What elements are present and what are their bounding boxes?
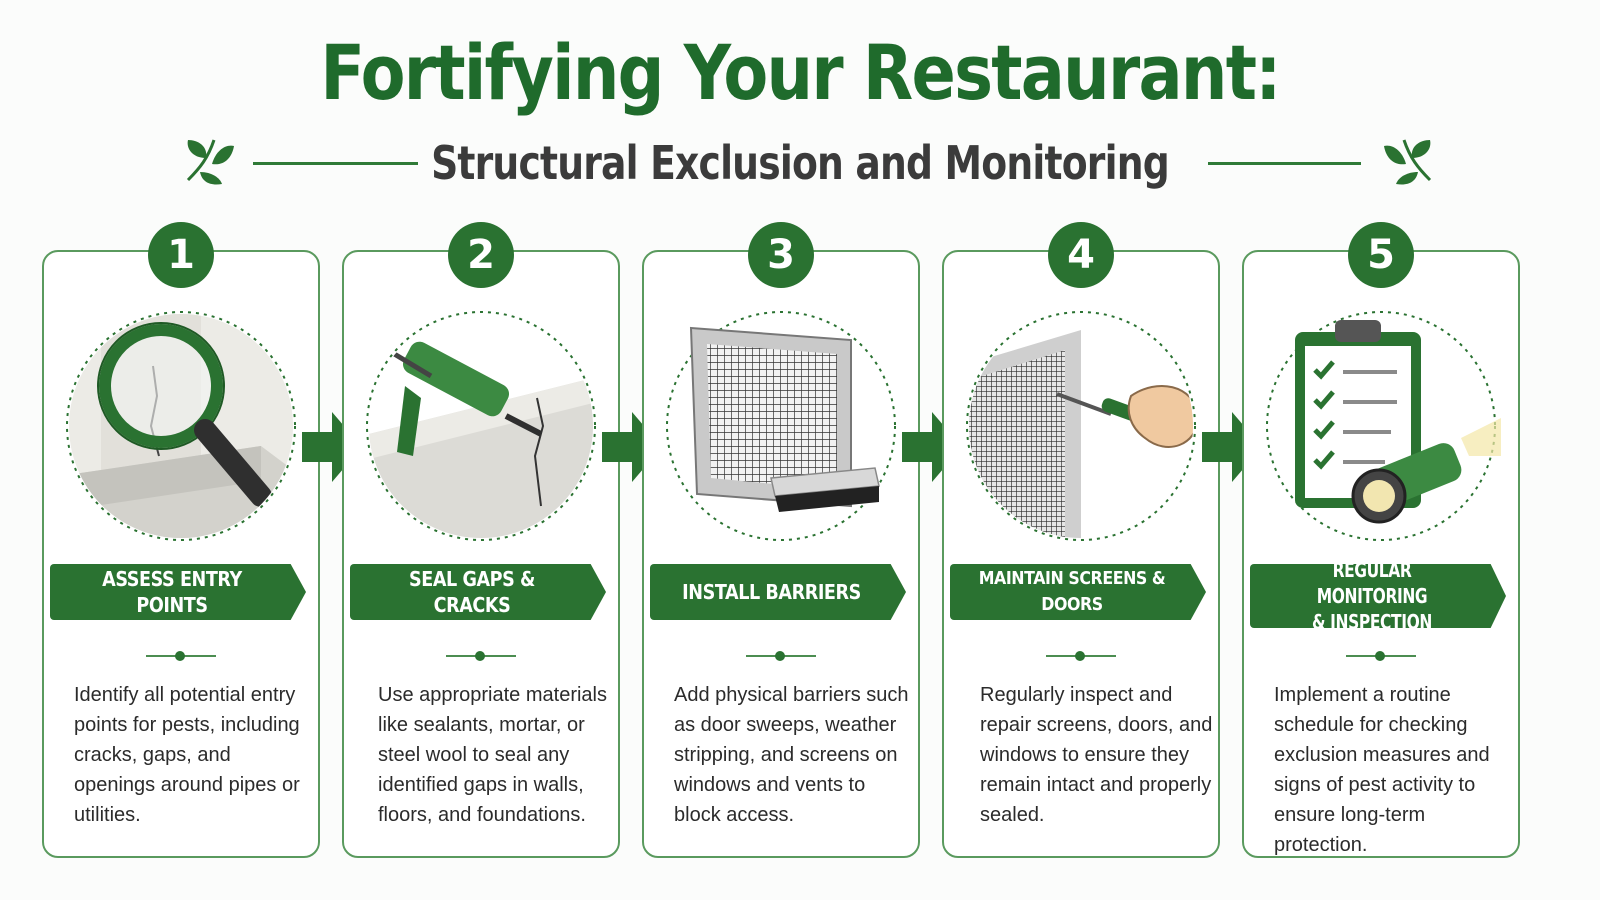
step-title-1-label: ASSESS ENTRY POINTS [102, 567, 242, 617]
step-title-5-line2: & INSPECTION [1312, 610, 1432, 634]
step-title-1: ASSESS ENTRY POINTS [50, 564, 306, 620]
step-number-4: 4 [1048, 222, 1114, 288]
subtitle-rule-right [1208, 162, 1361, 165]
caulk-gun-icon [366, 311, 596, 541]
magnifying-glass-icon [66, 311, 296, 541]
step-description-2: Use appropriate materials like sealants,… [378, 684, 607, 826]
step-title-5: REGULAR MONITORING & INSPECTION [1250, 564, 1506, 628]
subtitle-row: Structural Exclusion and Monitoring [0, 128, 1600, 198]
step-title-3-label: INSTALL BARRIERS [682, 580, 862, 604]
screwdriver-icon [966, 311, 1196, 541]
step-divider-2 [446, 650, 516, 662]
step-divider-3 [746, 650, 816, 662]
step-title-4: MAINTAIN SCREENS & DOORS [950, 564, 1206, 620]
step-divider-5 [1346, 650, 1416, 662]
step-title-4-label: MAINTAIN SCREENS & DOORS [978, 568, 1166, 615]
step-number-5: 5 [1348, 222, 1414, 288]
step-title-5-label: REGULAR MONITORING & INSPECTION [1270, 558, 1474, 634]
step-number-2: 2 [448, 222, 514, 288]
step-title-3: INSTALL BARRIERS [650, 564, 906, 620]
page-subtitle: Structural Exclusion and Monitoring [431, 136, 1170, 190]
step-title-5-line1: REGULAR MONITORING [1316, 558, 1428, 608]
clipboard-flashlight-icon [1266, 311, 1501, 541]
leaf-icon [1384, 139, 1432, 185]
step-divider-4 [1046, 650, 1116, 662]
step-description-4: Regularly inspect and repair screens, do… [980, 684, 1213, 826]
step-title-2-label: SEAL GAPS & CRACKS [409, 567, 535, 617]
step-divider-1 [146, 650, 216, 662]
page-title: Fortifying Your Restaurant: [320, 28, 1281, 117]
step-number-3: 3 [748, 222, 814, 288]
mesh-screen-icon [666, 311, 896, 541]
step-description-5: Implement a routine schedule for checkin… [1274, 684, 1490, 856]
leaf-icon [186, 139, 234, 185]
step-description-1: Identify all potential entry points for … [74, 684, 300, 826]
step-title-2: SEAL GAPS & CRACKS [350, 564, 606, 620]
step-description-3: Add physical barriers such as door sweep… [674, 684, 909, 826]
step-number-1: 1 [148, 222, 214, 288]
subtitle-rule-left [253, 162, 418, 165]
